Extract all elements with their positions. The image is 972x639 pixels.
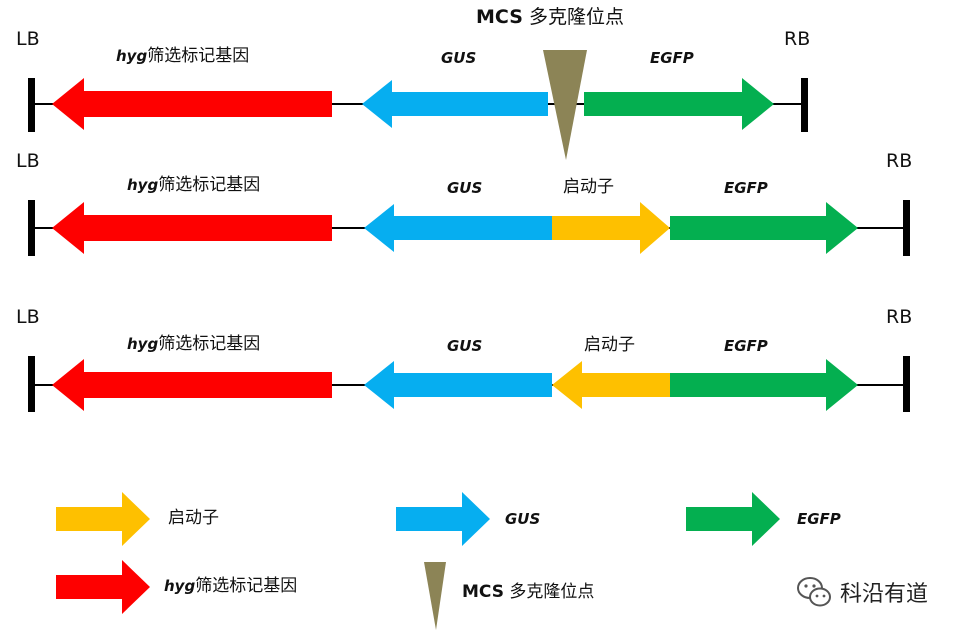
mcs-top-label: MCS 多克隆位点 <box>476 8 624 27</box>
row1-hyg-label: hyg筛选标记基因 <box>116 48 249 65</box>
row1-hyg-text: 筛选标记基因 <box>147 46 250 66</box>
wechat-icon <box>797 577 831 607</box>
egfp-arrow <box>670 359 858 411</box>
rb-border-bar <box>801 78 808 132</box>
row3-hyg-gene: hyg <box>127 335 159 353</box>
lb-border-bar <box>28 200 35 256</box>
legend-hyg-text: 筛选标记基因 <box>195 576 298 596</box>
row2-gus-label: GUS <box>447 179 483 197</box>
promoter-arrow-reverse <box>552 361 670 409</box>
construct-row-3 <box>28 356 910 412</box>
legend-shapes <box>56 492 780 630</box>
egfp-arrow <box>584 78 774 130</box>
mcs-top-text: 多克隆位点 <box>528 6 624 28</box>
egfp-arrow <box>670 202 858 254</box>
legend-egfp-label: EGFP <box>797 510 841 528</box>
mcs-triangle <box>543 50 587 160</box>
gus-arrow <box>362 80 548 128</box>
construct-row-2 <box>28 200 910 256</box>
lb-border-bar <box>28 356 35 412</box>
legend-hyg-label: hyg筛选标记基因 <box>164 578 297 595</box>
row2-egfp-label: EGFP <box>724 179 768 197</box>
lb-border-bar <box>28 78 35 132</box>
row2-hyg-text: 筛选标记基因 <box>158 175 261 195</box>
rb-border-bar <box>903 356 910 412</box>
gus-arrow <box>364 361 552 409</box>
row1-hyg-gene: hyg <box>116 47 148 65</box>
row3-promoter-label: 启动子 <box>584 335 635 355</box>
row3-lb-label: LB <box>16 306 40 328</box>
row2-rb-label: RB <box>886 150 913 172</box>
row1-rb-label: RB <box>784 28 811 50</box>
hyg-arrow <box>52 359 332 411</box>
row3-gus-label: GUS <box>447 337 483 355</box>
row1-gus-label: GUS <box>441 49 477 67</box>
legend-gus-label: GUS <box>505 510 541 528</box>
gus-arrow <box>364 204 552 252</box>
row2-hyg-gene: hyg <box>127 176 159 194</box>
row3-hyg-text: 筛选标记基因 <box>158 334 261 354</box>
row1-lb-label: LB <box>16 28 40 50</box>
row2-lb-label: LB <box>16 150 40 172</box>
row3-rb-label: RB <box>886 306 913 328</box>
legend-mcs-abbr: MCS <box>462 582 504 602</box>
rb-border-bar <box>903 200 910 256</box>
watermark-text: 科沿有道 <box>840 582 929 607</box>
row3-hyg-label: hyg筛选标记基因 <box>127 336 260 353</box>
legend-hyg-arrow <box>56 560 150 614</box>
row1-egfp-label: EGFP <box>650 49 694 67</box>
row2-promoter-label: 启动子 <box>563 177 614 197</box>
legend-promoter-arrow <box>56 492 150 546</box>
legend-mcs-triangle <box>424 562 446 630</box>
legend-hyg-gene: hyg <box>164 577 196 595</box>
row2-hyg-label: hyg筛选标记基因 <box>127 177 260 194</box>
legend-mcs-text: 多克隆位点 <box>509 582 595 602</box>
mcs-top-abbr: MCS <box>476 6 523 28</box>
legend-egfp-arrow <box>686 492 780 546</box>
construct-row-1 <box>28 50 808 160</box>
hyg-arrow <box>52 202 332 254</box>
legend-gus-arrow <box>396 492 490 546</box>
promoter-arrow <box>552 202 670 254</box>
legend-promoter-label: 启动子 <box>168 508 219 528</box>
legend-mcs-label: MCS 多克隆位点 <box>462 584 594 601</box>
row3-egfp-label: EGFP <box>724 337 768 355</box>
hyg-arrow <box>52 78 332 130</box>
